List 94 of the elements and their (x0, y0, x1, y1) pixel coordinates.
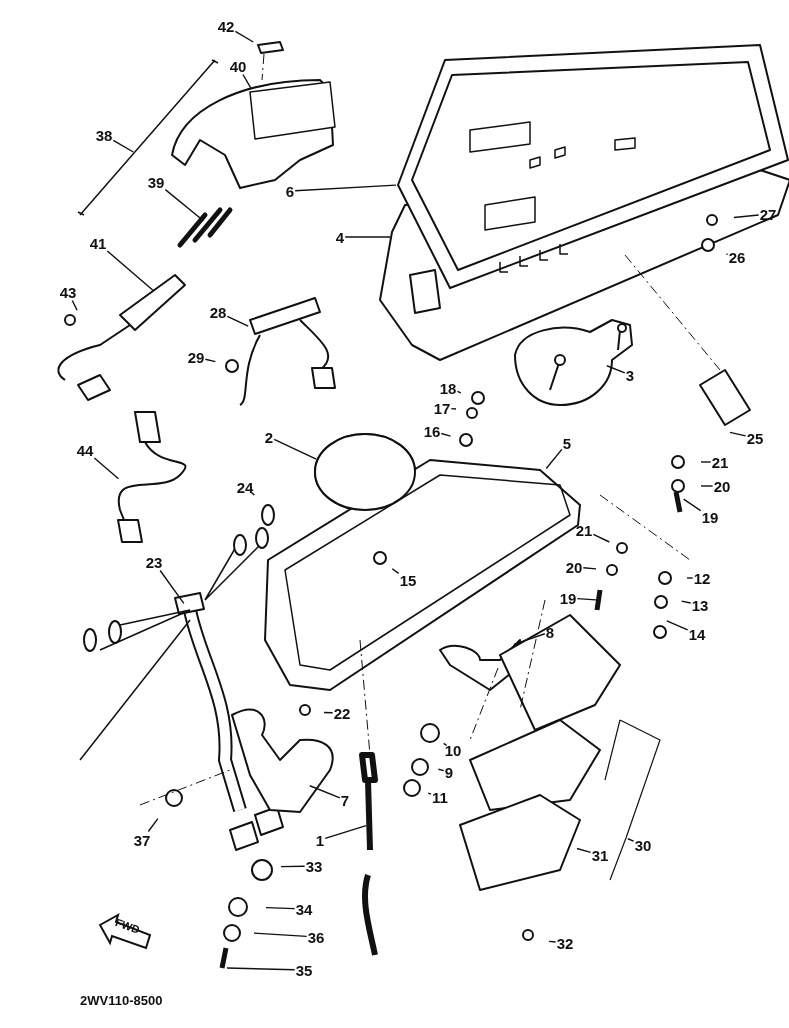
leader-line (627, 838, 635, 842)
leader-line (71, 299, 78, 311)
callout-number: 36 (306, 928, 326, 946)
leader-line (725, 253, 729, 256)
callout-number: 30 (633, 836, 653, 854)
callout-number: 39 (146, 173, 166, 191)
callout-number: 21 (574, 521, 594, 539)
leader-line (391, 568, 400, 575)
callout-number: 12 (692, 569, 712, 587)
leader-line (226, 315, 249, 327)
callout-number: 8 (544, 623, 556, 641)
leader-line (606, 365, 626, 374)
leader-line (234, 30, 254, 43)
callout-number: 25 (745, 429, 765, 447)
leader-line (513, 633, 546, 646)
leader-line (250, 491, 256, 496)
callout-number: 41 (88, 234, 108, 252)
callout-number: 19 (558, 589, 578, 607)
leader-line (440, 432, 452, 437)
drawing-number: 2WV110-8500 (80, 993, 163, 1008)
leader-line (273, 438, 317, 460)
leader-line (666, 620, 689, 631)
leader-line (344, 236, 391, 238)
leader-line (729, 431, 747, 437)
callout-number: 3 (624, 366, 636, 384)
leader-line (253, 932, 308, 938)
callout-number: 14 (687, 625, 707, 643)
leader-line (427, 792, 432, 795)
leader-line (437, 768, 445, 772)
callout-number: 19 (700, 508, 720, 526)
callout-number: 26 (727, 248, 747, 266)
leader-line (294, 184, 397, 192)
leader-line (700, 461, 712, 463)
leader-line (686, 577, 694, 579)
leader-line (592, 533, 611, 543)
callout-number: 40 (228, 57, 248, 75)
leader-line (324, 824, 367, 840)
leader-line (147, 817, 159, 833)
callout-number: 44 (75, 441, 95, 459)
leader-line (450, 407, 457, 410)
callout-number: 11 (431, 788, 449, 806)
callout-number: 20 (712, 477, 732, 495)
leader-line (106, 250, 155, 292)
leader-line (164, 188, 205, 222)
callout-number: 5 (561, 434, 573, 452)
leader-line (323, 711, 334, 714)
leader-line (159, 569, 185, 605)
leader-line (576, 847, 592, 854)
callout-number: 33 (304, 857, 324, 875)
leader-line (545, 448, 563, 470)
leader-line (265, 906, 296, 910)
leader-line (680, 600, 692, 604)
leader-line (456, 390, 462, 394)
callout-number: 9 (443, 763, 455, 781)
callout-number: 37 (132, 831, 152, 849)
leader-line (682, 498, 702, 512)
callout-number: 16 (422, 422, 442, 440)
callout-number: 43 (58, 283, 78, 301)
callout-number: 13 (690, 596, 710, 614)
leader-line (582, 567, 597, 570)
callout-number: 6 (284, 182, 296, 200)
callout-number: 18 (438, 379, 458, 397)
callout-number: 35 (294, 961, 314, 979)
leader-line (576, 597, 597, 601)
callout-number: 7 (339, 791, 351, 809)
leader-line (280, 865, 306, 868)
callout-number: 32 (555, 934, 575, 952)
leader-line (442, 742, 448, 747)
callout-number: 17 (432, 399, 452, 417)
leader-line (700, 485, 714, 487)
callout-number: 38 (94, 126, 114, 144)
callout-number: 31 (590, 846, 610, 864)
callout-number: 1 (314, 831, 326, 849)
leader-line (242, 73, 252, 89)
callout-number: 29 (186, 348, 206, 366)
leader-line (733, 214, 760, 219)
callout-number: 34 (294, 900, 314, 918)
callout-number: 28 (208, 303, 228, 321)
leader-line (309, 785, 341, 799)
callout-number: 15 (398, 571, 418, 589)
callout-number: 2 (263, 428, 275, 446)
leader-line (548, 940, 557, 943)
callout-number: 4 (334, 228, 346, 246)
callout-number: 21 (710, 453, 730, 471)
leader-line (93, 457, 120, 480)
leader-line (204, 358, 217, 363)
callout-number: 20 (564, 558, 584, 576)
callout-number: 22 (332, 704, 352, 722)
callout-number: 23 (144, 553, 164, 571)
leader-line (226, 967, 296, 971)
leader-line (112, 139, 134, 153)
callout-number: 42 (216, 17, 236, 35)
callout-number: 24 (235, 478, 255, 496)
callout-number: 10 (443, 741, 463, 759)
